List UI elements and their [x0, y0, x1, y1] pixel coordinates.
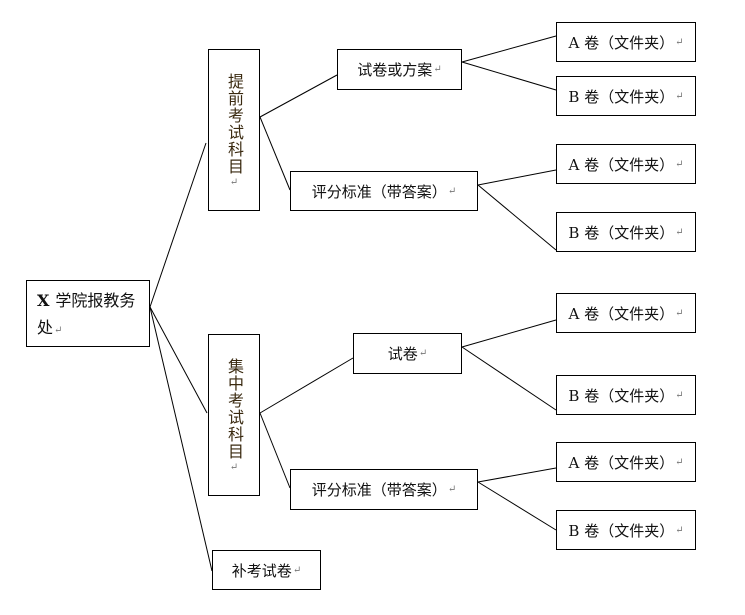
leaf-label: B 卷（文件夹） [568, 521, 675, 540]
central-exam-label: 集中考试科目 [225, 357, 244, 460]
central-papers-label: 试卷 [387, 345, 418, 363]
paragraph-mark: ↵ [418, 348, 428, 359]
leaf-a-folder: A 卷（文件夹）↵ [556, 22, 696, 62]
leaf-b-folder: B 卷（文件夹）↵ [556, 510, 696, 550]
central-papers-node: 试卷↵ [353, 333, 462, 374]
central-scoring-node: 评分标准（带答案）↵ [290, 469, 478, 510]
leaf-a-folder: A 卷（文件夹）↵ [556, 144, 696, 184]
makeup-exam-label: 补考试卷 [231, 561, 292, 580]
paragraph-mark: ↵ [675, 524, 684, 536]
paragraph-mark: ↵ [54, 325, 63, 336]
paragraph-mark: ↵ [229, 461, 239, 473]
paragraph-mark: ↵ [675, 307, 684, 319]
paragraph-mark: ↵ [292, 564, 302, 576]
paragraph-mark: ↵ [675, 158, 684, 170]
leaf-label: A 卷（文件夹） [568, 453, 675, 472]
advance-papers-label: 试卷或方案 [357, 61, 433, 79]
leaf-b-folder: B 卷（文件夹）↵ [556, 375, 696, 415]
leaf-label: B 卷（文件夹） [568, 386, 675, 405]
leaf-label: A 卷（文件夹） [568, 33, 675, 52]
leaf-label: B 卷（文件夹） [568, 223, 675, 242]
leaf-label: B 卷（文件夹） [568, 87, 675, 106]
paragraph-mark: ↵ [675, 226, 684, 238]
leaf-b-folder: B 卷（文件夹）↵ [556, 212, 696, 252]
paragraph-mark: ↵ [447, 185, 457, 197]
leaf-a-folder: A 卷（文件夹）↵ [556, 293, 696, 333]
paragraph-mark: ↵ [675, 90, 684, 102]
leaf-a-folder: A 卷（文件夹）↵ [556, 442, 696, 482]
advance-scoring-label: 评分标准（带答案） [311, 182, 447, 201]
leaf-b-folder: B 卷（文件夹）↵ [556, 76, 696, 116]
advance-papers-node: 试卷或方案↵ [337, 49, 462, 90]
paragraph-mark: ↵ [675, 36, 684, 48]
root-label: 学院报教务处 [37, 291, 136, 337]
paragraph-mark: ↵ [675, 389, 684, 401]
central-scoring-label: 评分标准（带答案） [311, 481, 447, 499]
central-exam-node: 集中考试科目↵ [208, 334, 260, 496]
advance-exam-node: 提前考试科目↵ [208, 49, 260, 211]
root-prefix: X [37, 291, 50, 310]
leaf-label: A 卷（文件夹） [568, 155, 675, 174]
paragraph-mark: ↵ [675, 456, 684, 468]
paragraph-mark: ↵ [229, 176, 239, 188]
makeup-exam-node: 补考试卷↵ [212, 550, 321, 590]
advance-exam-label: 提前考试科目 [225, 72, 244, 175]
paragraph-mark: ↵ [433, 64, 442, 75]
leaf-label: A 卷（文件夹） [568, 304, 675, 323]
paragraph-mark: ↵ [447, 484, 457, 495]
advance-scoring-node: 评分标准（带答案）↵ [290, 171, 478, 211]
